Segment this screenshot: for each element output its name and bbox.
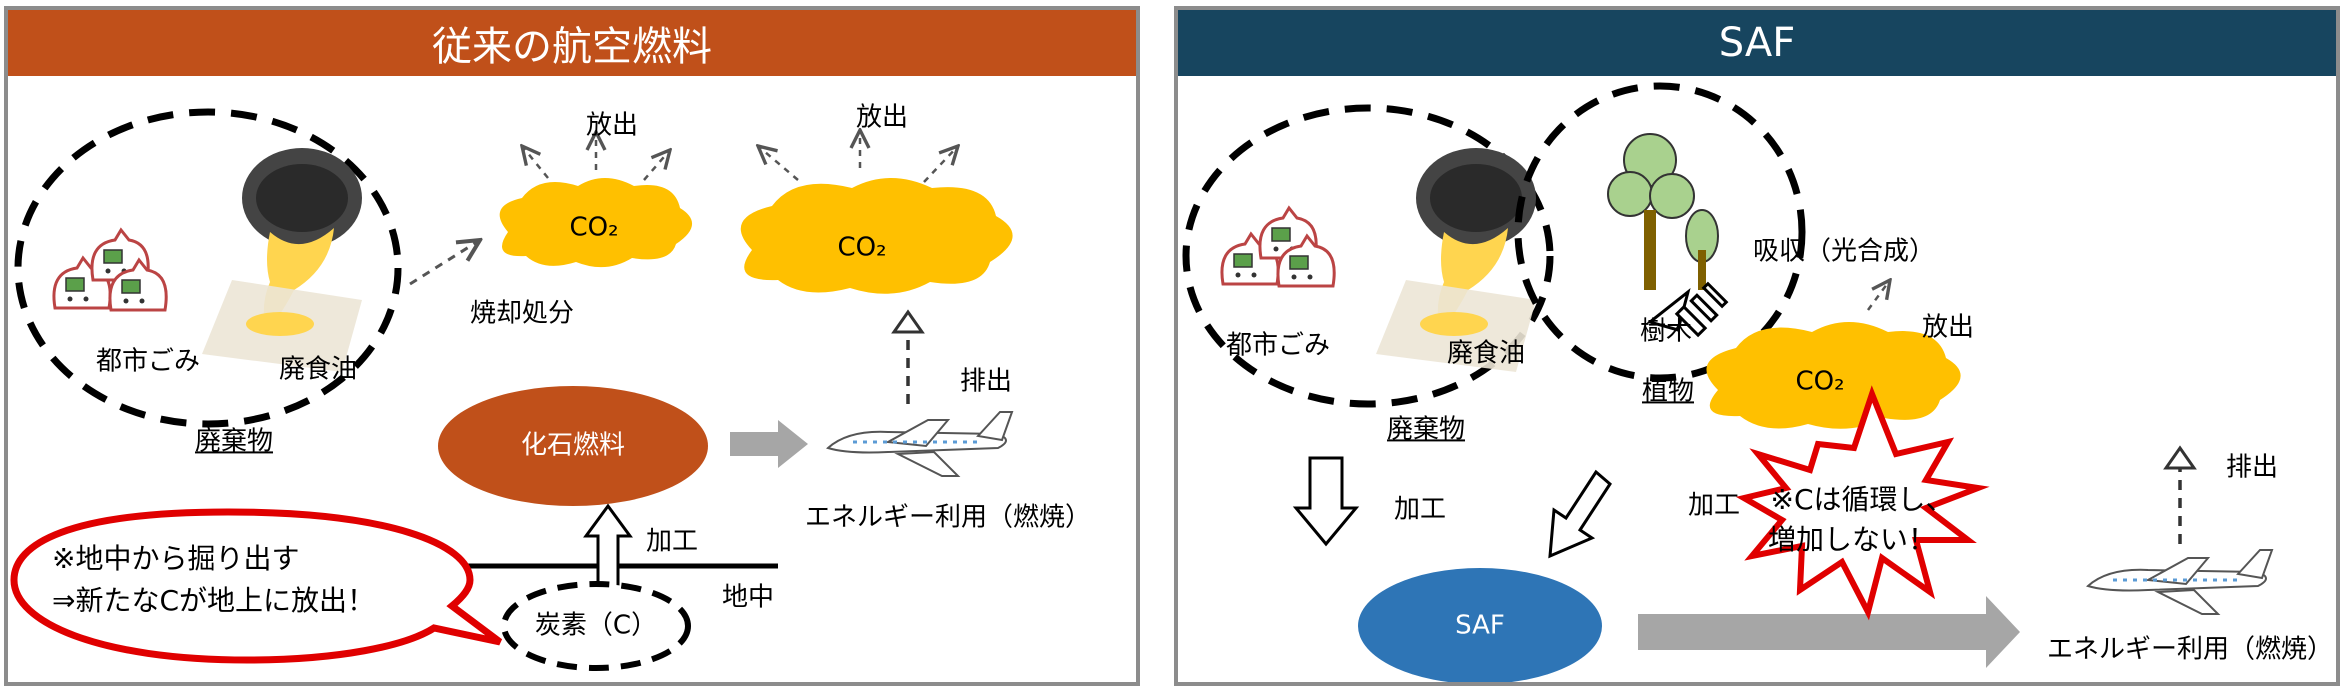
release-label-b: 放出 xyxy=(855,102,909,133)
fossil-fuel-label: 化石燃料 xyxy=(520,430,626,461)
conventional-diagram xyxy=(10,108,1014,671)
co2-cloud-large xyxy=(740,178,1013,294)
co2-cloud-small xyxy=(499,178,693,268)
co2-label-large: CO₂ xyxy=(837,232,887,263)
waste-circle-saf xyxy=(1182,104,1554,408)
processing-arrow-b xyxy=(1548,469,1612,559)
used-oil-pot-icon xyxy=(202,148,362,372)
fuel-to-plane-arrow xyxy=(730,420,808,468)
airplane-icon xyxy=(826,410,1014,478)
waste-label-saf: 廃棄物 xyxy=(1386,414,1466,445)
city-waste-label: 都市ごみ xyxy=(95,346,201,377)
used-oil-label: 廃食油 xyxy=(278,354,358,385)
release-arrows xyxy=(522,130,958,183)
absorption-arrow xyxy=(1646,281,1729,338)
processing-label-a: 加工 xyxy=(1393,494,1447,525)
incineration-label: 焼却処分 xyxy=(469,298,575,329)
cycle-burst xyxy=(1735,385,1990,621)
panel-title-saf: SAF xyxy=(1178,10,2336,76)
plants-label: 植物 xyxy=(1641,376,1695,407)
fossil-fuel-ellipse xyxy=(438,386,708,506)
carbon-ellipse xyxy=(501,581,691,671)
release-label-a: 放出 xyxy=(585,110,639,141)
callout-line-2: ⇒新たなCが地上に放出！ xyxy=(52,584,376,617)
saf-label: SAF xyxy=(1455,610,1505,641)
carbon-label: 炭素（C） xyxy=(534,610,658,641)
incineration-arrow xyxy=(409,240,480,286)
energy-use-label: エネルギー利用（燃焼） xyxy=(804,502,1092,533)
waste-label: 廃棄物 xyxy=(194,426,274,457)
garbage-bags-icon-saf xyxy=(1220,206,1336,288)
processing-label-b: 加工 xyxy=(1687,490,1741,521)
co2-cloud-saf xyxy=(1706,322,1961,429)
saf-ellipse xyxy=(1358,568,1602,682)
co2-label-small: CO₂ xyxy=(569,212,619,243)
co2-label-saf: CO₂ xyxy=(1795,366,1845,397)
processing-arrow-a xyxy=(1292,456,1360,547)
saf-diagram xyxy=(1182,82,2274,682)
underground-label: 地中 xyxy=(721,582,775,613)
trees-label: 樹木 xyxy=(1639,316,1693,347)
conventional-fuel-panel: 従来の航空燃料 xyxy=(4,6,1140,686)
airplane-icon-saf xyxy=(2086,548,2274,616)
plants-circle xyxy=(1514,82,1806,382)
absorption-label: 吸収（光合成） xyxy=(1752,236,1936,267)
emission-label-saf: 排出 xyxy=(2225,452,2279,483)
waste-circle xyxy=(14,108,402,428)
emission-label: 排出 xyxy=(959,366,1013,397)
trees-icon xyxy=(1607,133,1719,290)
release-label-saf: 放出 xyxy=(1921,312,1975,343)
callout-bubble xyxy=(10,508,503,664)
callout-line-1: ※地中から掘り出す xyxy=(52,542,300,575)
processing-label: 加工 xyxy=(645,526,699,557)
saf-to-plane-arrow xyxy=(1638,596,2020,668)
release-arrow-saf xyxy=(1866,280,1890,311)
burst-line-2: 増加しない！ xyxy=(1767,523,1937,557)
city-waste-label-saf: 都市ごみ xyxy=(1225,330,1331,361)
burst-line-1: ※Cは循環し、 xyxy=(1770,483,1954,517)
panel-title-conventional: 従来の航空燃料 xyxy=(8,10,1136,76)
energy-use-label-saf: エネルギー利用（燃焼） xyxy=(2046,634,2334,665)
saf-panel: SAF xyxy=(1174,6,2340,686)
garbage-bags-icon xyxy=(52,228,168,312)
used-oil-label-saf: 廃食油 xyxy=(1446,338,1526,369)
